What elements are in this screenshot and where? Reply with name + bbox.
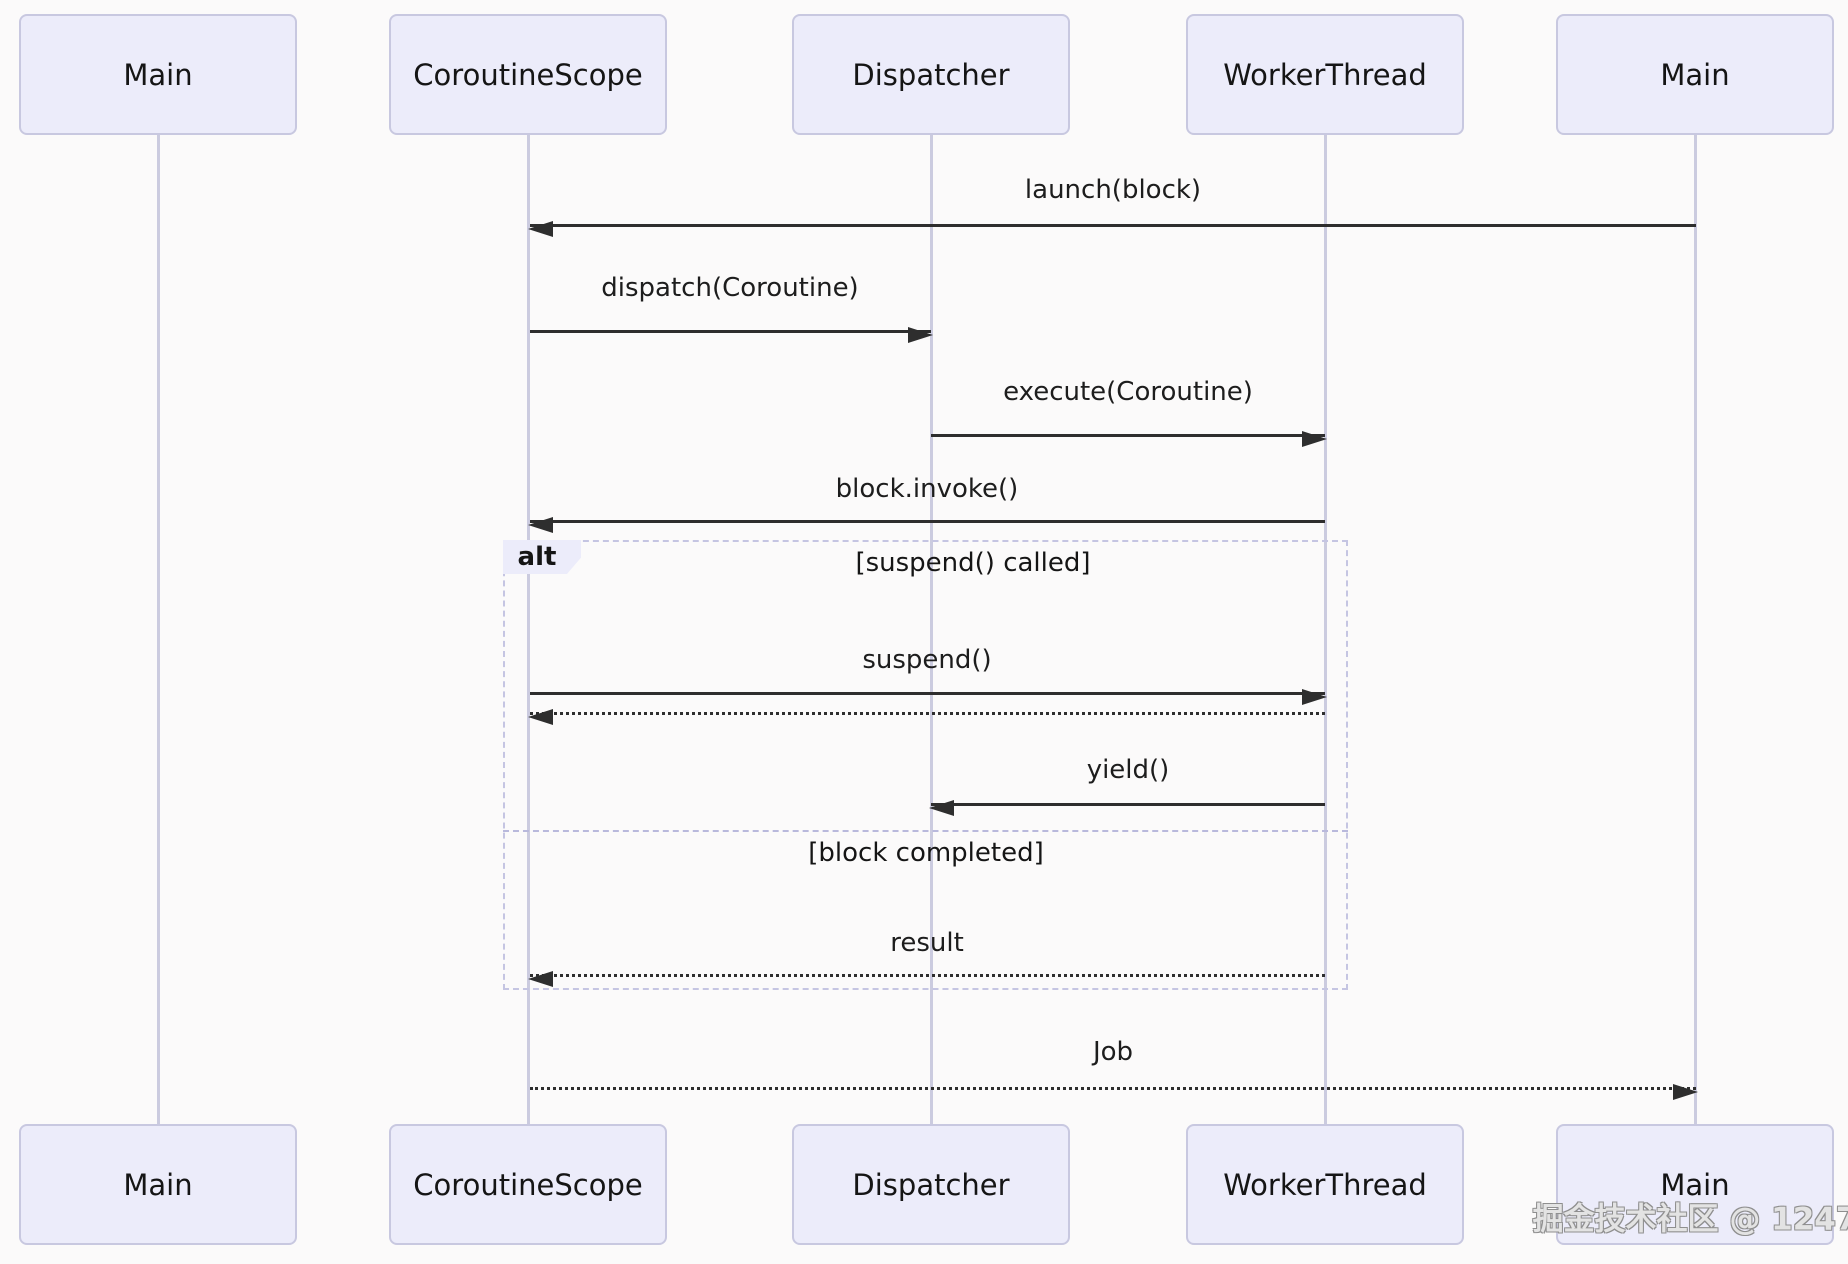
actor-label: CoroutineScope (413, 57, 643, 92)
actor-label: CoroutineScope (413, 1167, 643, 1202)
label-block-invoke: block.invoke() (835, 474, 1019, 504)
label-yield: yield() (1086, 755, 1170, 785)
lifeline-coroutine-scope (527, 135, 530, 1124)
lifeline-dispatcher (930, 135, 933, 1124)
label-dispatch: dispatch(Coroutine) (601, 273, 859, 303)
arrow-yield (929, 800, 1325, 816)
alt-divider-line (503, 830, 1348, 832)
arrow-block-invoke (528, 517, 1325, 533)
arrow-suspend (530, 689, 1327, 705)
actor-label: Main (1660, 1167, 1730, 1202)
actor-top-main-left: Main (19, 14, 297, 135)
arrow-launch-block (528, 221, 1696, 237)
actor-bottom-dispatcher: Dispatcher (792, 1124, 1070, 1245)
actor-label: Main (123, 57, 193, 92)
alt-condition-suspend-called: [suspend() called] (855, 548, 1091, 578)
actor-top-coroutine-scope: CoroutineScope (389, 14, 667, 135)
alt-frame (503, 540, 1348, 990)
label-job: Job (1092, 1037, 1134, 1067)
alt-label: alt (517, 542, 557, 572)
arrow-dispatch (530, 327, 933, 343)
label-result: result (890, 928, 964, 958)
actor-top-worker-thread: WorkerThread (1186, 14, 1464, 135)
watermark-text: 掘金技术社区 @ 1247 (1532, 1201, 1848, 1238)
lifeline-main-right (1694, 135, 1697, 1124)
arrow-suspend-return (528, 709, 1325, 725)
actor-label: WorkerThread (1223, 57, 1427, 92)
actor-top-dispatcher: Dispatcher (792, 14, 1070, 135)
lifeline-main-left (157, 135, 160, 1124)
arrow-result (528, 971, 1325, 987)
alt-label-tab: alt (503, 540, 581, 574)
actor-label: Dispatcher (852, 1167, 1010, 1202)
arrow-execute (931, 431, 1327, 447)
label-suspend: suspend() (862, 645, 992, 675)
arrow-job (530, 1084, 1698, 1100)
actor-bottom-main-right: Main (1556, 1124, 1834, 1245)
arrowhead-left-icon (528, 971, 553, 987)
arrowhead-left-icon (528, 517, 553, 533)
alt-condition-block-completed: [block completed] (808, 838, 1044, 868)
arrowhead-right-icon (1302, 689, 1327, 705)
actor-top-main-right: Main (1556, 14, 1834, 135)
actor-label: Dispatcher (852, 57, 1010, 92)
label-execute: execute(Coroutine) (1003, 377, 1253, 407)
arrowhead-right-icon (1302, 431, 1327, 447)
lifeline-worker-thread (1324, 135, 1327, 1124)
actor-label: Main (123, 1167, 193, 1202)
actor-bottom-coroutine-scope: CoroutineScope (389, 1124, 667, 1245)
actor-bottom-main-left: Main (19, 1124, 297, 1245)
arrowhead-right-icon (908, 327, 933, 343)
arrowhead-left-icon (929, 800, 954, 816)
actor-label: WorkerThread (1223, 1167, 1427, 1202)
actor-bottom-worker-thread: WorkerThread (1186, 1124, 1464, 1245)
arrowhead-left-icon (528, 221, 553, 237)
arrowhead-right-icon (1673, 1084, 1698, 1100)
actor-label: Main (1660, 57, 1730, 92)
label-launch-block: launch(block) (1024, 175, 1202, 205)
arrowhead-left-icon (528, 709, 553, 725)
